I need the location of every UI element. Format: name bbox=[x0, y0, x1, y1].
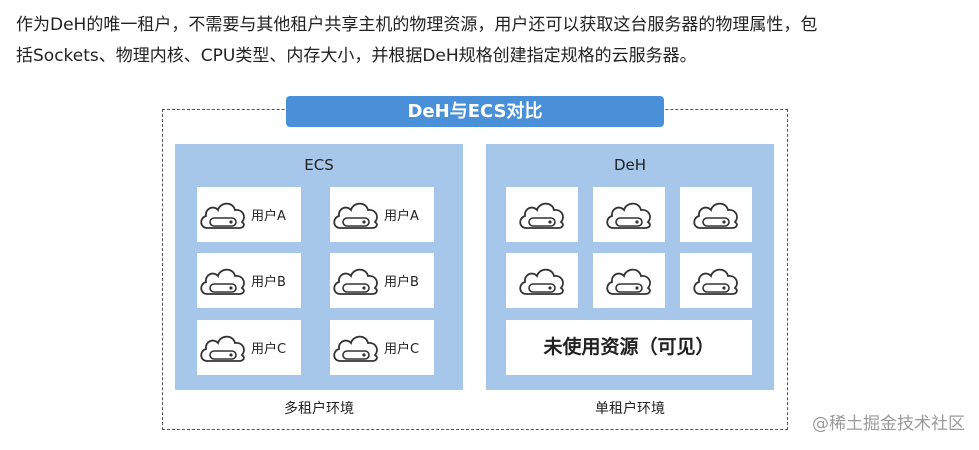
card-label: 用户A bbox=[384, 209, 419, 224]
cloud-server-icon bbox=[200, 335, 245, 362]
cloud-server-icon bbox=[519, 202, 564, 229]
card-label: 用户B bbox=[384, 275, 419, 290]
cloud-server-icon bbox=[606, 202, 651, 229]
cloud-server-icon bbox=[333, 268, 378, 295]
card-label: 用户B bbox=[251, 275, 286, 290]
cloud-server-icon bbox=[693, 202, 738, 229]
cloud-server-icon bbox=[333, 335, 378, 362]
deh-card bbox=[680, 253, 752, 308]
diagram-title: DeH与ECS对比 bbox=[286, 96, 664, 127]
ecs-card-user-c-2: 用户C bbox=[330, 320, 434, 375]
intro-line-2: 括Sockets、物理内核、CPU类型、内存大小，并根据DeH规格创建指定规格的… bbox=[16, 46, 697, 66]
deh-card bbox=[593, 187, 665, 242]
cloud-server-icon bbox=[200, 268, 245, 295]
watermark: @稀土掘金技术社区 bbox=[812, 414, 965, 434]
cloud-server-icon bbox=[333, 202, 378, 229]
intro-line-1: 作为DeH的唯一租户，不需要与其他租户共享主机的物理资源，用户还可以获取这台服务… bbox=[16, 15, 818, 35]
ecs-panel-title: ECS bbox=[304, 156, 334, 174]
ecs-card-user-a-2: 用户A bbox=[330, 187, 434, 242]
cloud-server-icon bbox=[693, 268, 738, 295]
deh-card bbox=[506, 253, 578, 308]
ecs-card-user-a-1: 用户A bbox=[197, 187, 301, 242]
deh-card bbox=[680, 187, 752, 242]
deh-card bbox=[506, 187, 578, 242]
deh-unused-resources: 未使用资源（可见） bbox=[506, 320, 752, 375]
card-label: 用户A bbox=[251, 209, 286, 224]
ecs-card-user-b-1: 用户B bbox=[197, 253, 301, 308]
cloud-server-icon bbox=[519, 268, 564, 295]
intro-text: 作为DeH的唯一租户，不需要与其他租户共享主机的物理资源，用户还可以获取这台服务… bbox=[16, 10, 966, 72]
card-label: 用户C bbox=[384, 342, 420, 357]
ecs-card-user-b-2: 用户B bbox=[330, 253, 434, 308]
ecs-card-user-c-1: 用户C bbox=[197, 320, 301, 375]
ecs-env-label: 多租户环境 bbox=[284, 401, 354, 417]
deh-card bbox=[593, 253, 665, 308]
deh-env-label: 单租户环境 bbox=[595, 401, 665, 417]
deh-panel-title: DeH bbox=[613, 156, 647, 174]
cloud-server-icon bbox=[200, 202, 245, 229]
cloud-server-icon bbox=[606, 268, 651, 295]
card-label: 用户C bbox=[251, 342, 287, 357]
